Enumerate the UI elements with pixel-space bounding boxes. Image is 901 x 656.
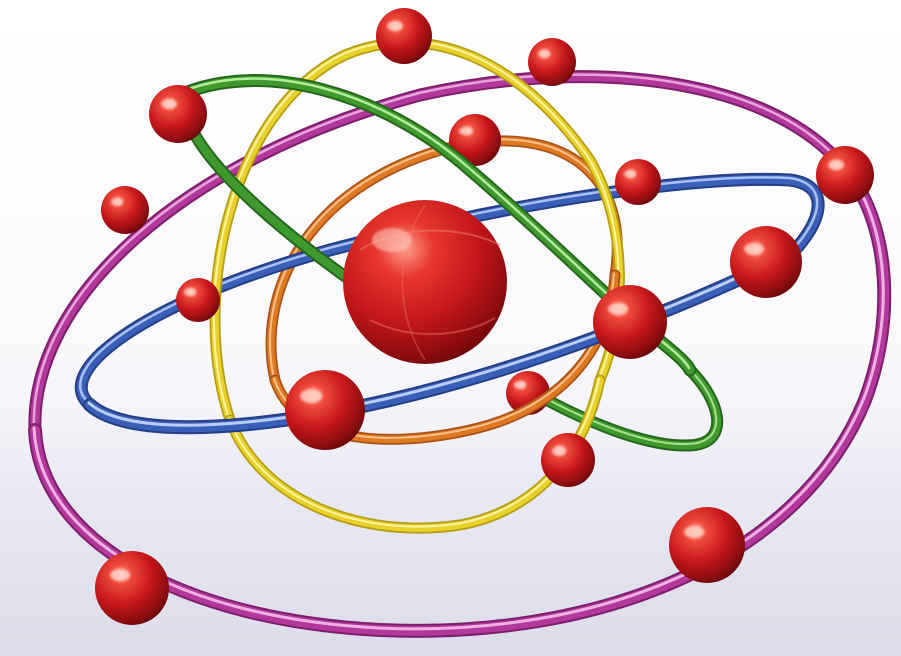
electron: [615, 159, 661, 205]
electron: [541, 433, 595, 487]
electron: [176, 278, 220, 322]
electron: [95, 551, 169, 625]
electron: [730, 226, 802, 298]
nucleus: [343, 200, 507, 364]
electron: [669, 507, 745, 583]
electron: [593, 285, 667, 359]
electron: [149, 85, 207, 143]
electron: [285, 370, 365, 450]
electron: [101, 186, 149, 234]
electron: [376, 8, 432, 64]
nucleus-sphere: [343, 200, 507, 364]
electron: [816, 146, 874, 204]
nucleus-highlight: [372, 228, 412, 252]
electron: [528, 38, 576, 86]
